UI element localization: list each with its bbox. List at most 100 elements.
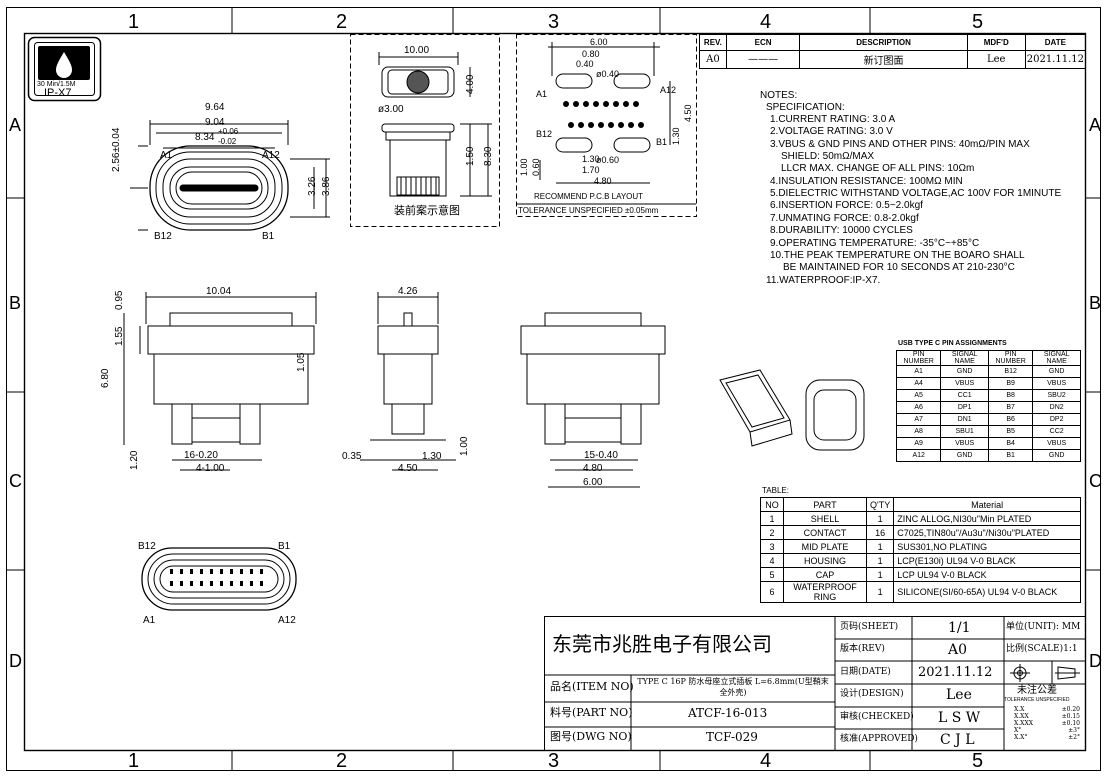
pcb-dim-130-h: 1.30 [582, 154, 600, 164]
scale-label: 比例(SCALE)1:1 [1006, 644, 1078, 654]
dwg-value: TCF-029 [706, 730, 758, 744]
contact-mark [170, 581, 173, 586]
parts-table-cell: ZINC ALLOG,NI30u"Min PLATED [893, 511, 1081, 526]
side-dim-450: 4.50 [398, 463, 418, 474]
contact-mark [250, 581, 253, 586]
rear-view-drawing [520, 312, 666, 488]
rear-dim-600: 6.00 [583, 477, 603, 488]
parts-table-cell: 4 [760, 553, 784, 568]
parts-table-cell: MID PLATE [783, 539, 867, 554]
parts-table-cell: C7025,TIN80u"/Au3u"/Ni30u"PLATED [893, 525, 1081, 540]
parts-table-cell: 1 [865, 553, 895, 568]
zone-col-5-bottom: 5 [972, 750, 984, 772]
contact-mark [260, 569, 263, 574]
note-line: 1.CURRENT RATING: 3.0 A [770, 114, 896, 125]
tolerance-value: ±0.20 [1061, 706, 1080, 713]
pin-table-cell: B4 [987, 437, 1034, 450]
dim-tol-minus: -0.02 [218, 137, 237, 146]
note-line: BE MAINTAINED FOR 10 SECONDS AT 210-230°… [783, 262, 1015, 273]
zone-col-2-bottom: 2 [336, 750, 348, 772]
revision-table: REV. ECN DESCRIPTION MDF'D DATE A0 ——— 新… [699, 34, 1087, 69]
front-dim-1004: 10.04 [206, 286, 232, 297]
pin-table-cell: B5 [987, 425, 1034, 438]
top-pin-b1: B1 [262, 231, 275, 242]
pin-table-cell: VBUS [1032, 377, 1081, 390]
parts-table-label: TABLE: [762, 486, 789, 495]
note-line: 6.INSERTION FORCE: 0.5~2.0kgf [770, 200, 923, 211]
note-line: 11.WATERPROOF:IP-X7. [766, 275, 881, 286]
pin-table-cell: VBUS [940, 437, 989, 450]
pin-table-cell: CC1 [940, 389, 989, 402]
parts-table-cell: CONTACT [783, 525, 867, 540]
pcb-layout-drawing [539, 42, 671, 184]
parts-table-cell: LCP UL94 V-0 BLACK [893, 567, 1081, 582]
rear-dim-pitch: 15-0.40 [584, 450, 618, 461]
approved-label: 核准(APPROVED) [840, 734, 918, 744]
zone-col-5: 5 [972, 11, 984, 33]
pcb-dim-600: 6.00 [590, 37, 608, 47]
rev-value: A0 [948, 642, 968, 658]
pin-table-cell: A4 [895, 377, 942, 390]
badge-rating: 30 Min/1.5M [37, 81, 76, 88]
pcb-dim-040: 0.40 [576, 59, 594, 69]
mdfd-cell: Lee [966, 50, 1026, 69]
front-dim-095: 0.95 [114, 290, 125, 310]
bottom-pin-a12: A12 [278, 615, 296, 626]
contact-mark [240, 581, 243, 586]
zone-row-c-right: C [1089, 471, 1102, 491]
tolerance-value: ±0.15 [1061, 713, 1080, 720]
iso-views-drawing [719, 369, 865, 451]
side-dim-426: 4.26 [398, 286, 418, 297]
checked-label: 审核(CHECKED) [840, 712, 914, 722]
tolerance-key: X.X° [1014, 734, 1028, 741]
parts-table-cell: SHELL [783, 511, 867, 526]
assembly-dim-150: 1.50 [465, 146, 476, 166]
pin-table-cell: DN2 [1032, 401, 1081, 414]
contact-mark [260, 581, 263, 586]
pin-table-cell: GND [1032, 365, 1081, 378]
pin-table-cell: B1 [987, 449, 1034, 462]
note-line: 9.OPERATING TEMPERATURE: -35°C~+85°C [770, 238, 980, 249]
front-dim-pitch: 16-0.20 [184, 450, 218, 461]
pin-table-cell: GND [940, 365, 989, 378]
pcb-dim-dia040: ø0.40 [596, 69, 620, 79]
zone-row-b: B [9, 293, 22, 313]
date-header: DATE [1024, 34, 1087, 51]
note-line: LLCR MAX. CHANGE OF ALL PINS: 10Ωm [781, 163, 975, 174]
zone-col-2: 2 [336, 11, 348, 33]
tolerance-value: ±2° [1068, 734, 1080, 741]
parts-table-cell: 6 [760, 581, 784, 603]
contact-mark [220, 569, 223, 574]
note-line: 7.UNMATING FORCE: 0.8-2.0kgf [770, 213, 919, 224]
pin-table-header: PIN NUMBER [895, 350, 942, 366]
pin-table-cell: A1 [895, 365, 942, 378]
front-dim-4x100: 4-1.00 [196, 463, 225, 474]
item-label: 品名(ITEM NO) [550, 680, 634, 693]
part-value: ATCF-16-013 [688, 706, 768, 720]
dim-width-964: 9.64 [205, 102, 225, 113]
bottom-pin-b12: B12 [138, 541, 156, 552]
pcb-dim-130-v: 1.30 [671, 127, 681, 145]
zone-col-1-bottom: 1 [128, 750, 140, 772]
tolerance-row: X.XXX±0.10 [1014, 720, 1080, 727]
assembly-caption: 装前案示意图 [394, 204, 460, 217]
side-dim-100: 1.00 [459, 436, 470, 456]
assembly-dim-830: 8.30 [483, 146, 494, 166]
parts-table-cell: 1 [865, 511, 895, 526]
dim-tol-plus: +0.06 [218, 127, 239, 136]
ecn-header: ECN [725, 34, 801, 51]
parts-table-cell: 1 [760, 511, 784, 526]
pin-table-cell: VBUS [1032, 437, 1081, 450]
note-line: 4.INSULATION RESISTANCE: 100MΩ MIN [770, 176, 963, 187]
pin-table-cell: A8 [895, 425, 942, 438]
pin-table-cell: A9 [895, 437, 942, 450]
zone-row-d: D [9, 651, 22, 671]
waterproof-badge-icon [38, 46, 90, 80]
approved-value: C J L [940, 732, 975, 748]
pin-table-cell: A6 [895, 401, 942, 414]
note-line: 10.THE PEAK TEMPERATURE ON THE BOARO SHA… [770, 250, 1025, 261]
date-value: 2021.11.12 [918, 665, 993, 680]
